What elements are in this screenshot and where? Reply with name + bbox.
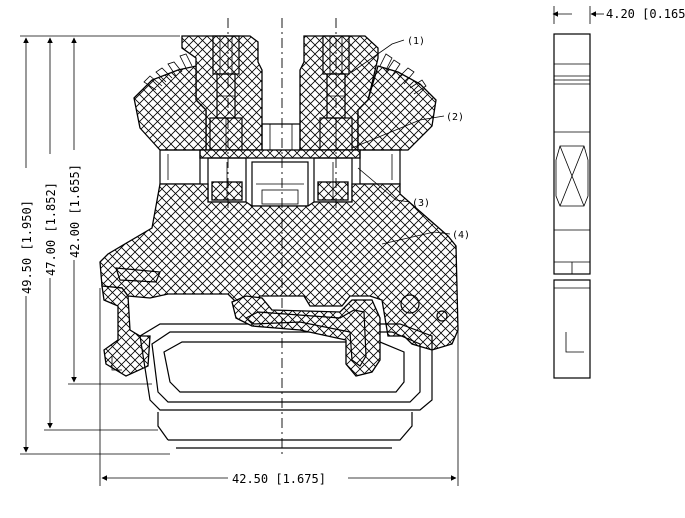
side-upper-body	[553, 33, 591, 275]
left-clamp	[207, 157, 247, 203]
dim-height-inner: 42.00 [1.655]	[68, 164, 82, 258]
dim-thickness: 4.20 [0.165]	[606, 7, 685, 21]
left-fins	[143, 53, 193, 91]
vertical-dimensions: 49.50 [1.950] 47.00 [1.852] 42.00 [1.655…	[18, 35, 180, 455]
dim-height-total: 49.50 [1.950]	[20, 200, 34, 294]
side-lower-body	[553, 279, 591, 379]
center-opening	[261, 123, 301, 153]
dim-height-mid: 47.00 [1.852]	[44, 182, 58, 276]
callout-2: (2)	[446, 112, 464, 123]
left-foot	[101, 285, 151, 377]
left-screw	[209, 35, 243, 151]
right-hole-large	[400, 294, 420, 314]
callout-1: (1)	[407, 36, 425, 47]
right-clamp	[313, 157, 353, 203]
side-view: 4.20 [0.165]	[552, 6, 685, 379]
main-insulator-body	[99, 183, 459, 351]
right-window	[359, 149, 401, 185]
right-fins	[379, 53, 427, 95]
horizontal-dimension: 42.50 [1.675]	[99, 288, 459, 486]
left-shoulder	[133, 65, 207, 151]
callout-3: (3)	[412, 198, 430, 209]
dim-width-total: 42.50 [1.675]	[232, 472, 326, 486]
right-hole-small	[436, 310, 448, 322]
front-view	[99, 18, 459, 458]
din-rail	[139, 323, 433, 449]
callouts: (1) (2) (3) (4)	[351, 36, 470, 245]
callout-4: (4)	[452, 230, 470, 241]
left-slot	[115, 267, 161, 283]
left-window	[159, 149, 201, 185]
